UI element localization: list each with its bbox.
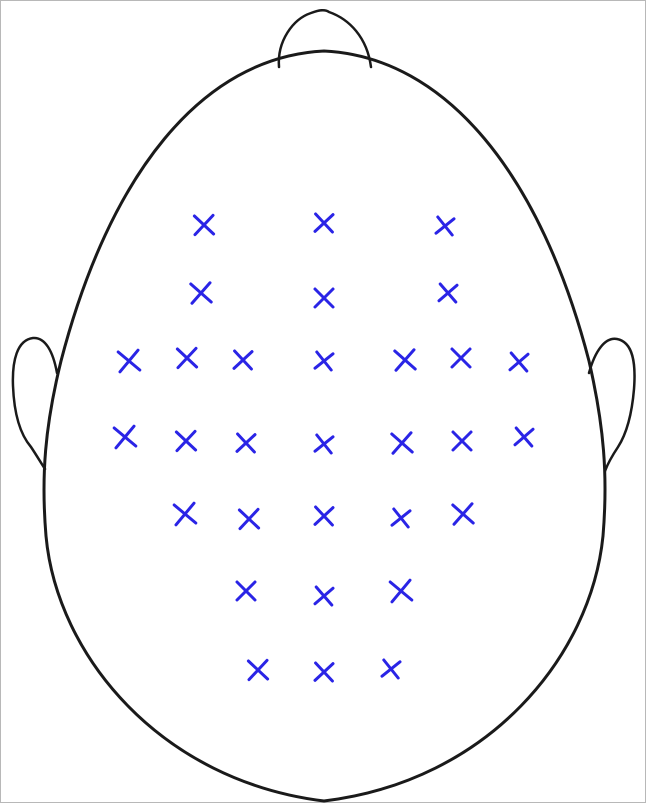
electrode-marker-r3-c6 bbox=[452, 349, 470, 367]
electrode-marker-r1-c3 bbox=[436, 217, 454, 235]
head-outline bbox=[44, 51, 605, 801]
electrode-marker-r1-c1 bbox=[194, 215, 213, 234]
electrode-marker-r2-c2 bbox=[315, 289, 333, 307]
electrode-marker-r6-c3 bbox=[390, 580, 412, 602]
electrode-marker-r4-c3 bbox=[237, 434, 255, 452]
electrode-marker-r3-c5 bbox=[395, 350, 415, 370]
electrode-marker-r5-c4 bbox=[392, 509, 410, 527]
electrode-marker-r3-c2 bbox=[177, 348, 196, 367]
electrode-marker-r5-c2 bbox=[239, 509, 258, 528]
electrode-marker-r5-c1 bbox=[174, 503, 196, 525]
electrode-marker-r5-c3 bbox=[315, 507, 333, 525]
electrode-marker-r7-c3 bbox=[382, 660, 400, 678]
electrode-markers bbox=[114, 214, 533, 681]
electrode-marker-r3-c1 bbox=[118, 350, 140, 372]
electrode-marker-r2-c3 bbox=[439, 284, 457, 302]
nose-outline bbox=[279, 10, 371, 67]
electrode-marker-r6-c2 bbox=[315, 587, 333, 605]
right-ear-outline bbox=[589, 339, 635, 471]
electrode-marker-r3-c4 bbox=[315, 352, 333, 370]
electrode-marker-r4-c1 bbox=[114, 426, 136, 448]
electrode-marker-r1-c2 bbox=[315, 214, 333, 232]
electrode-marker-r4-c4 bbox=[315, 435, 333, 453]
electrode-marker-r3-c7 bbox=[510, 353, 528, 371]
electrode-marker-r4-c5 bbox=[392, 433, 412, 453]
electrode-marker-r5-c5 bbox=[453, 504, 473, 524]
electrode-marker-r4-c6 bbox=[453, 432, 471, 450]
electrode-marker-r3-c3 bbox=[234, 351, 252, 369]
electrode-marker-r7-c1 bbox=[248, 660, 267, 679]
left-ear-outline bbox=[13, 338, 57, 469]
electrode-marker-r4-c2 bbox=[176, 431, 195, 450]
electrode-marker-r4-c7 bbox=[515, 428, 533, 446]
electrode-marker-r7-c2 bbox=[315, 663, 333, 681]
electrode-marker-r2-c1 bbox=[191, 283, 211, 303]
electrode-marker-r6-c1 bbox=[237, 582, 255, 600]
